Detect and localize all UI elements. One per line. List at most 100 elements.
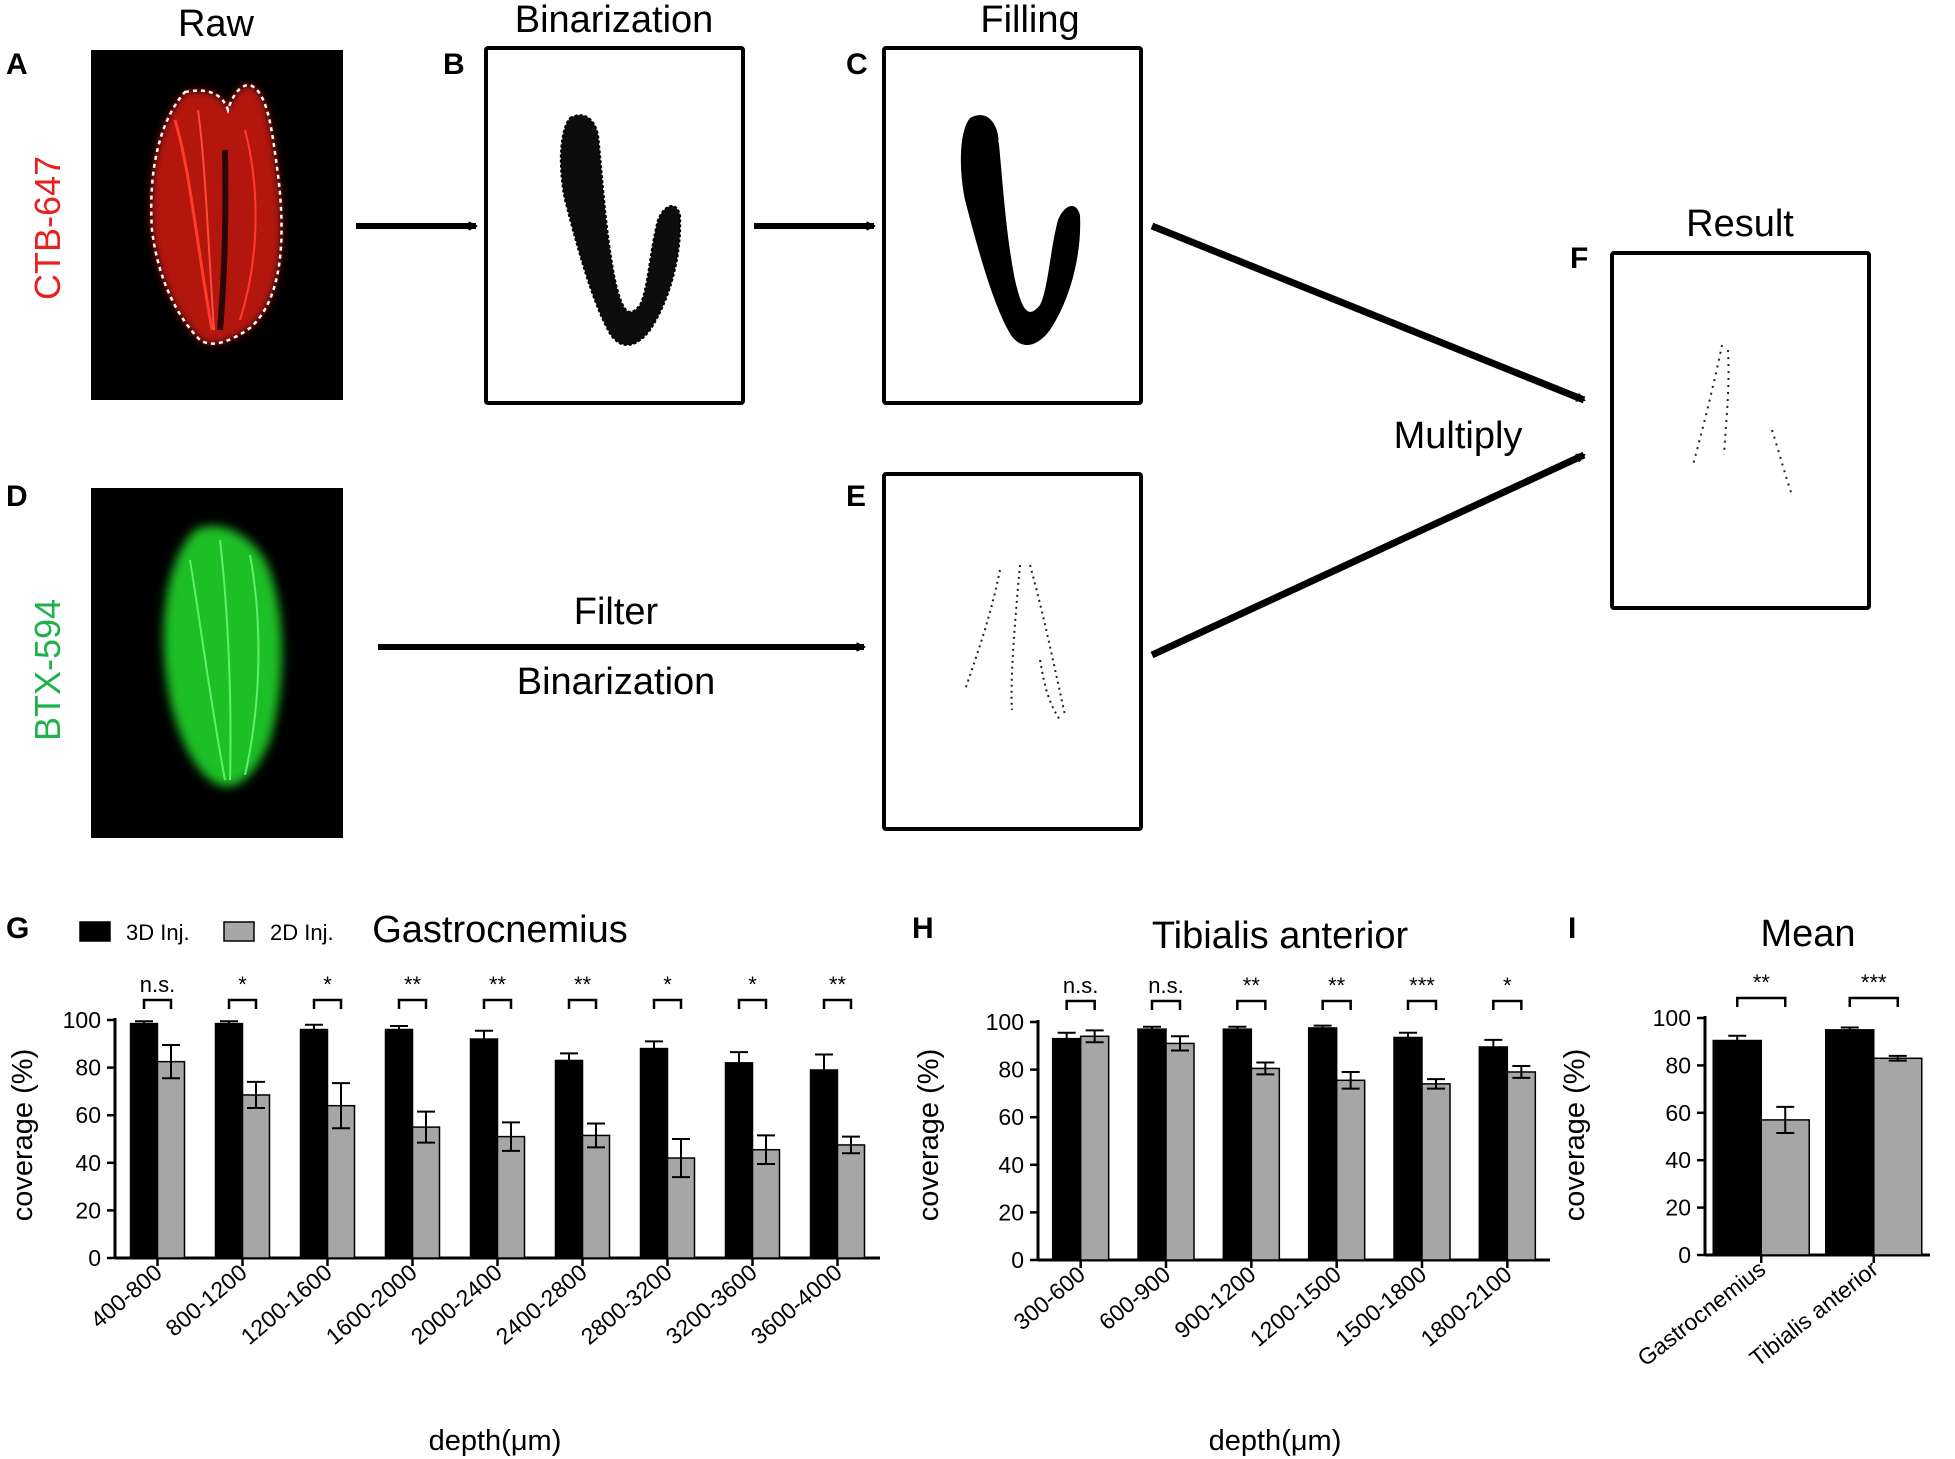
bar-3d [724, 1062, 754, 1259]
bar-3d [639, 1047, 669, 1259]
result-title: Result [1686, 203, 1794, 245]
bar-2d [1165, 1042, 1195, 1261]
significance-bracket [312, 998, 343, 1009]
y-tick-label: 40 [998, 1152, 1024, 1178]
significance-bracket [482, 998, 513, 1009]
bar-2d [1506, 1071, 1537, 1261]
significance-label: * [238, 972, 247, 997]
y-tick-label: 60 [1665, 1100, 1691, 1126]
significance-label: n.s. [1063, 973, 1098, 998]
bar-3d [129, 1022, 159, 1259]
bar-3d [469, 1038, 499, 1259]
chart-title: Mean [1760, 913, 1855, 955]
bar-2d [581, 1134, 611, 1259]
arrow-filtered-to-result [1150, 451, 1584, 659]
y-tick-label: 80 [998, 1057, 1024, 1083]
significance-bracket [397, 998, 428, 1009]
panel-label-a: A [6, 48, 28, 81]
y-tick-label: 20 [75, 1197, 101, 1223]
bar-2d [1335, 1079, 1366, 1261]
significance-bracket [1150, 999, 1182, 1010]
x-tick-label: 1200-1500 [1245, 1261, 1346, 1352]
filter-binarization-label: Binarization [517, 661, 716, 703]
y-tick-label: 60 [75, 1102, 101, 1128]
btx-channel-label: BTX-594 [27, 599, 68, 741]
panel-label-c: C [846, 48, 868, 81]
significance-bracket [1065, 999, 1096, 1010]
bar-3d [809, 1069, 839, 1259]
x-tick-label: 2400-2800 [491, 1259, 592, 1350]
bar-3d [384, 1028, 414, 1259]
x-tick-label: 2000-2400 [406, 1259, 507, 1350]
y-tick-label: 80 [75, 1055, 101, 1081]
bar-2d [1250, 1067, 1281, 1261]
significance-bracket [822, 998, 853, 1009]
significance-bracket [1736, 996, 1787, 1007]
x-tick-label: 1200-1600 [236, 1259, 337, 1350]
x-tick-label: 2800-3200 [576, 1259, 677, 1350]
panel-label-h: H [912, 912, 934, 945]
x-tick-label: 1600-2000 [321, 1259, 422, 1350]
y-axis-label: coverage (%) [913, 1049, 945, 1221]
bar-3d [299, 1028, 329, 1259]
panel-label-e: E [846, 480, 866, 513]
significance-label: n.s. [140, 972, 175, 997]
significance-label: *** [1409, 973, 1435, 998]
x-tick-label: 3600-4000 [746, 1259, 847, 1350]
significance-bracket [142, 998, 173, 1009]
y-tick-label: 40 [1665, 1147, 1691, 1173]
significance-bracket [1848, 996, 1899, 1007]
multiply-label: Multiply [1394, 415, 1523, 457]
panel-label-b: B [443, 48, 465, 81]
bar-2d [496, 1135, 526, 1259]
significance-label: ** [489, 972, 507, 997]
significance-label: ** [1328, 973, 1346, 998]
bar-3d [1222, 1028, 1253, 1261]
significance-label: ** [404, 972, 422, 997]
panel-label-f: F [1570, 242, 1588, 275]
panel-label-d: D [6, 480, 28, 513]
y-tick-label: 80 [1665, 1052, 1691, 1078]
bar-2d [836, 1144, 866, 1259]
legend-label-2d: 2D Inj. [270, 920, 334, 945]
filter-label: Filter [574, 591, 659, 633]
bar-2d [156, 1060, 186, 1259]
significance-bracket [1321, 999, 1352, 1010]
legend-swatch-2d [223, 921, 255, 942]
significance-label: * [1503, 973, 1512, 998]
significance-bracket [1492, 999, 1523, 1010]
y-tick-label: 0 [88, 1245, 101, 1271]
binarization-frame [484, 46, 745, 405]
significance-label: * [748, 972, 757, 997]
y-tick-label: 0 [1011, 1247, 1024, 1273]
bar-3d [1393, 1036, 1423, 1261]
bar-2d [1873, 1057, 1923, 1256]
chart-title: Gastrocnemius [372, 909, 628, 951]
bar-2d [751, 1148, 781, 1259]
bar-3d [1712, 1039, 1762, 1256]
bar-3d [1825, 1029, 1875, 1256]
significance-label: * [663, 972, 672, 997]
filling-frame [882, 46, 1143, 405]
panel-label-g: G [6, 912, 29, 945]
x-tick-label: 3200-3600 [661, 1259, 762, 1350]
workflow: Raw Binarization Filling Result A B C D … [6, 0, 1871, 838]
significance-bracket [227, 998, 258, 1009]
bar-3d [1478, 1046, 1509, 1261]
significance-bracket [567, 998, 598, 1009]
filter-binarization-frame [882, 472, 1143, 831]
bar-2d [1760, 1119, 1810, 1256]
ctb-channel-label: CTB-647 [27, 156, 68, 300]
panel-label-i: I [1568, 912, 1576, 945]
significance-label: ** [829, 972, 847, 997]
y-tick-label: 60 [998, 1104, 1024, 1130]
bar-2d [1079, 1035, 1110, 1261]
bar-2d [1421, 1083, 1451, 1261]
raw-ctb-image [91, 50, 343, 400]
result-frame [1610, 251, 1871, 610]
chart-title: Tibialis anterior [1152, 915, 1409, 957]
y-tick-label: 100 [1653, 1005, 1691, 1031]
